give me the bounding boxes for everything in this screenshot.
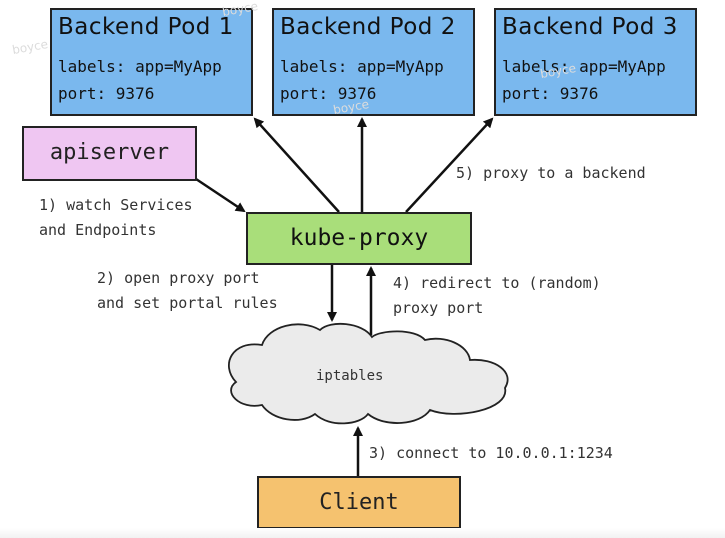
step-1-label: 1) watch Services and Endpoints	[39, 196, 193, 239]
pod-labels: labels: app=MyApp	[58, 57, 222, 76]
iptables-cloud	[227, 322, 509, 425]
bottom-fade	[0, 528, 725, 538]
client-label: Client	[319, 490, 399, 515]
arrow-to-pod-3	[405, 117, 494, 213]
pod-title: Backend Pod 3	[502, 14, 678, 40]
iptables-label: iptables	[316, 368, 384, 384]
kube-proxy-label: kube-proxy	[289, 225, 429, 251]
step-5-label: 5) proxy to a backend	[456, 164, 646, 182]
backend-pod-3: Backend Pod 3 labels: app=MyApp port: 93…	[494, 8, 697, 116]
backend-pod-1: Backend Pod 1 labels: app=MyApp port: 93…	[50, 8, 253, 116]
pod-labels: labels: app=MyApp	[502, 57, 666, 76]
step-4-label: 4) redirect to (random) proxy port	[393, 274, 601, 317]
step-2-label: 2) open proxy port and set portal rules	[97, 269, 278, 312]
apiserver-label: apiserver	[49, 140, 170, 165]
arrow-watch	[195, 177, 246, 213]
pod-title: Backend Pod 1	[58, 14, 234, 40]
apiserver-box: apiserver	[22, 126, 197, 181]
client-box: Client	[257, 476, 461, 529]
pod-title: Backend Pod 2	[280, 14, 456, 40]
pod-labels: labels: app=MyApp	[280, 57, 444, 76]
kube-proxy-box: kube-proxy	[246, 212, 472, 265]
arrow-to-pod-1	[253, 117, 340, 213]
pod-port: port: 9376	[502, 84, 599, 103]
pod-port: port: 9376	[280, 84, 377, 103]
step-3-label: 3) connect to 10.0.0.1:1234	[369, 444, 613, 462]
pod-port: port: 9376	[58, 84, 155, 103]
backend-pod-2: Backend Pod 2 labels: app=MyApp port: 93…	[272, 8, 475, 116]
